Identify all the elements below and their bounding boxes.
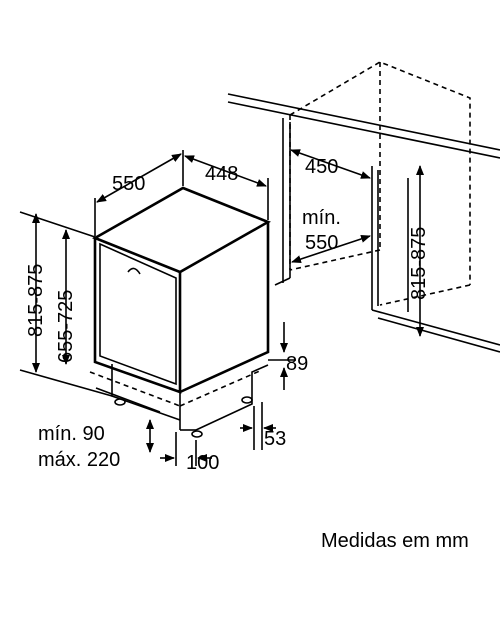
label-448: 448 — [205, 163, 238, 185]
dim-niche: 450 mín. 550 815-875 — [290, 149, 430, 337]
dim-bottom: mín. 90 máx. 220 100 — [38, 387, 219, 474]
dim-depth-width: 550 448 — [94, 150, 269, 236]
label-450: 450 — [305, 156, 338, 178]
label-100: 100 — [186, 452, 219, 474]
caption-units: Medidas em mm — [321, 530, 469, 552]
label-body-height: 655-725 — [55, 290, 77, 363]
label-550: 550 — [112, 173, 145, 195]
foot-front-left — [114, 398, 126, 406]
cabinet-niche — [227, 61, 500, 353]
door-handle — [127, 267, 141, 275]
label-53: 53 — [264, 428, 286, 450]
dishwasher-body — [89, 186, 271, 438]
dim-plinth: 89 53 — [240, 322, 308, 450]
foot-back-right — [241, 396, 253, 404]
foot-front-right — [191, 430, 203, 438]
dim-height-left: 815-875 655-725 — [19, 211, 113, 397]
label-max-220: máx. 220 — [38, 449, 120, 471]
label-niche-height: 815-875 — [408, 227, 430, 300]
label-89: 89 — [286, 353, 308, 375]
label-min-90: mín. 90 — [38, 423, 105, 445]
label-min-prefix: mín. — [302, 207, 341, 229]
label-min-550: 550 — [305, 232, 338, 254]
label-total-height: 815-875 — [25, 264, 47, 337]
